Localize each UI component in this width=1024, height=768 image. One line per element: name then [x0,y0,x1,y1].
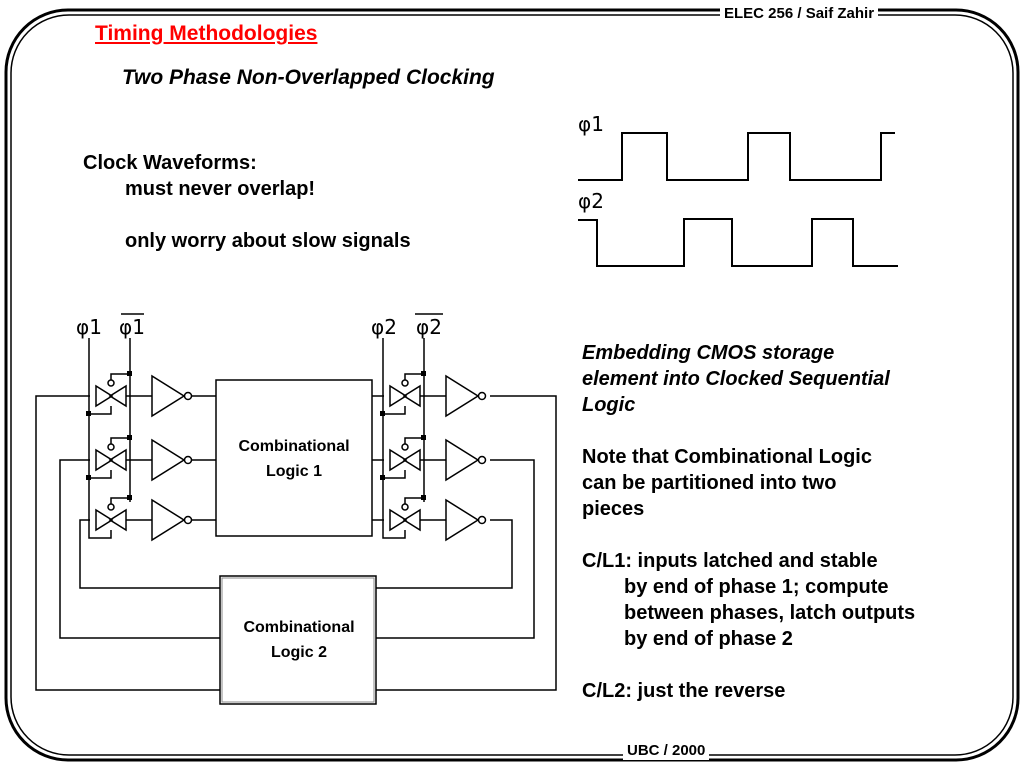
phi2-waveform [578,218,898,267]
inverter [151,438,193,482]
transmission-gate [383,373,424,415]
clock-label-phi2: φ2 [371,315,397,339]
inverter [445,438,487,482]
page-title: Timing Methodologies [95,22,318,45]
clock-label-phi2-bar: φ2 [416,315,442,339]
notes-panel: Embedding CMOS storage element into Cloc… [582,340,915,704]
course-header: ELEC 256 / Saif Zahir [720,5,879,23]
partition-note-line2: can be partitioned into two [582,472,837,494]
combinational-logic-2-block: Combinational Logic 2 [219,575,377,705]
transmission-gate [382,482,424,539]
transmission-gate [89,373,130,415]
inverter [445,498,487,542]
clock-label-phi1: φ1 [76,315,102,339]
cl1-note-line2: by end of phase 1; compute [624,576,889,598]
inverter [445,374,487,418]
clock-notes-heading: Clock Waveforms: [83,152,257,174]
phi1-waveform [578,132,895,181]
partition-note-line1: Note that Combinational Logic [582,446,872,468]
combinational-logic-1-block: Combinational Logic 1 [215,379,373,537]
transmission-gate [383,437,424,479]
block1-line2: Logic 1 [266,463,322,480]
embed-note-line2: element into Clocked Sequential [582,368,890,390]
clock-notes-line1: must never overlap! [125,178,316,200]
phi2-waveform-label: φ2 [578,189,604,213]
cl2-note: C/L2: just the reverse [582,680,786,702]
partition-note-line3: pieces [582,498,645,520]
transmission-gate [89,437,130,479]
source-footer: UBC / 2000 [623,742,710,760]
embed-note-line1: Embedding CMOS storage [582,342,835,364]
embed-note-line3: Logic [582,394,636,416]
clock-notes: Clock Waveforms: must never overlap! onl… [83,150,411,254]
cl1-note-line1: C/L1: inputs latched and stable [582,550,878,572]
page-subtitle: Two Phase Non-Overlapped Clocking [122,66,495,89]
transmission-gate [88,482,130,539]
cl1-note-line4: by end of phase 2 [624,628,793,650]
block1-line1: Combinational [238,438,349,455]
inverter [151,374,193,418]
cl1-note-line3: between phases, latch outputs [624,602,916,624]
block2-line1: Combinational [243,619,354,636]
block2-line2: Logic 2 [271,644,327,661]
phi1-waveform-label: φ1 [578,112,604,136]
junction-dots [86,371,426,500]
inverter [151,498,193,542]
clock-label-phi1-bar: φ1 [119,315,145,339]
clock-notes-line2: only worry about slow signals [125,230,411,252]
